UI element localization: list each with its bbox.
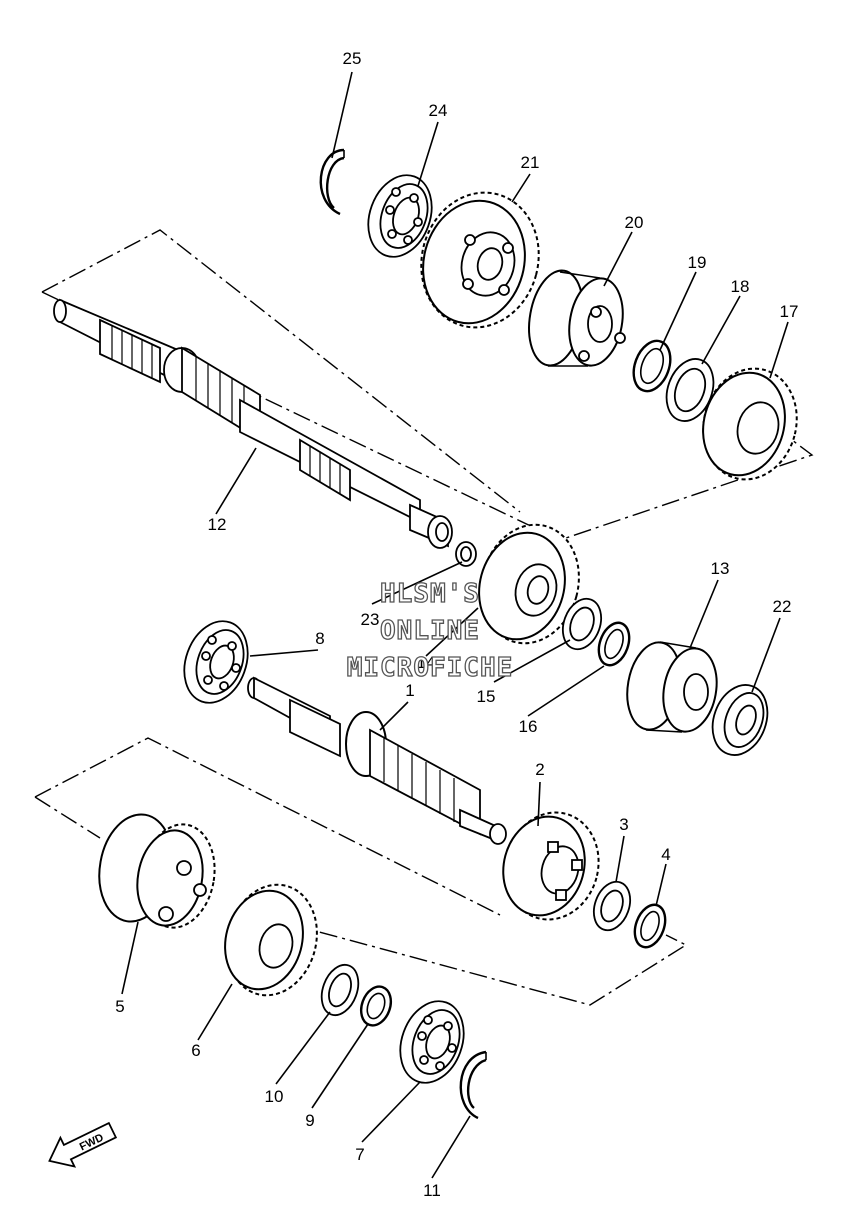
part-3-washer: [592, 880, 632, 932]
part-19-circlip: [632, 339, 672, 393]
part-24-bearing: [367, 174, 433, 258]
callout-19: 19: [688, 253, 707, 272]
part-16-circlip: [597, 621, 631, 667]
upper-assembly-frame: [41, 229, 814, 541]
part-15-washer: [561, 597, 603, 651]
callout-10: 10: [265, 1087, 284, 1106]
part-21-large-gear: [420, 191, 540, 329]
part-23-bushing: [455, 541, 477, 567]
lower-assembly-frame: [34, 737, 688, 1006]
watermark: HLSM'S ONLINE MICROFICHE: [346, 578, 514, 683]
watermark-line-1: HLSM'S: [380, 579, 480, 609]
callout-11: 11: [423, 1181, 441, 1200]
callout-21: 21: [521, 153, 540, 172]
leader-lines: [121, 71, 789, 1179]
callout-24: 24: [429, 101, 448, 120]
callout-23: 23: [361, 610, 380, 629]
part-9-circlip: [359, 985, 393, 1027]
part-10-washer: [320, 963, 360, 1017]
callout-4: 4: [661, 845, 670, 864]
part-6-gear: [224, 883, 318, 997]
callout-2: 2: [535, 760, 544, 779]
callout-15: 15: [477, 687, 496, 706]
callout-3: 3: [619, 815, 628, 834]
part-25-circlip: [319, 148, 345, 216]
callout-8: 8: [315, 629, 324, 648]
part-14-gear: [478, 523, 580, 645]
callout-13: 13: [711, 559, 730, 578]
watermark-line-3: MICROFICHE: [347, 653, 514, 683]
part-2-gear: [502, 811, 600, 921]
part-20-dog-gear: [528, 269, 626, 367]
callout-7: 7: [355, 1145, 364, 1164]
callout-5: 5: [115, 997, 124, 1016]
callout-1: 1: [405, 681, 414, 700]
callout-25: 25: [343, 49, 362, 68]
callout-20: 20: [625, 213, 644, 232]
fwd-arrow-icon: FWD: [48, 1121, 118, 1168]
part-12-main-axle: [53, 298, 453, 549]
part-5-double-gear: [98, 813, 216, 929]
callout-12: 12: [208, 515, 227, 534]
callout-22: 22: [773, 597, 792, 616]
part-8-bearing: [183, 620, 249, 704]
callout-18: 18: [731, 277, 750, 296]
callout-9: 9: [305, 1111, 314, 1130]
part-18-washer: [665, 358, 715, 422]
part-7-bearing: [399, 1000, 465, 1084]
callout-numbers: 25 24 21 20 19 18 17 12 23 14 15 16 13 2…: [115, 49, 798, 1200]
callout-17: 17: [780, 302, 799, 321]
part-4-circlip: [633, 903, 667, 949]
watermark-line-2: ONLINE: [380, 616, 480, 646]
part-22-bearing: [711, 684, 769, 756]
callout-14: 14: [417, 653, 436, 672]
part-11-circlip: [459, 1050, 487, 1120]
part-1-drive-axle: [247, 676, 507, 845]
callout-6: 6: [191, 1041, 200, 1060]
part-17-gear: [702, 367, 798, 481]
part-13-gear: [626, 641, 718, 733]
callout-16: 16: [519, 717, 538, 736]
